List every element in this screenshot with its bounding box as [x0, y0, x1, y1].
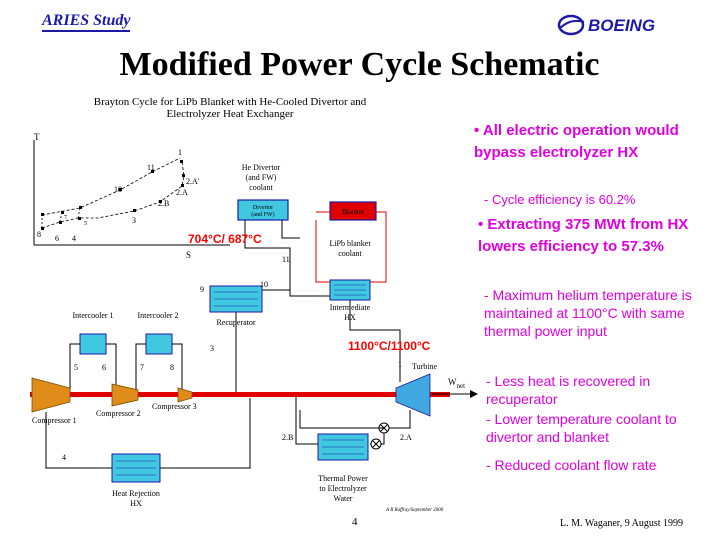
main-shaft — [30, 392, 450, 397]
state-point-10: 10 — [260, 280, 268, 289]
ts-lower-curve — [41, 161, 185, 229]
boeing-logo: BOEING — [557, 14, 655, 36]
intercooler2-label: Intercooler 2 — [137, 311, 178, 320]
ts-label-1: 1 — [178, 148, 182, 157]
ts-label-10: 10 — [114, 185, 122, 194]
divertor-temp-label: 704°C/ 687°C — [188, 232, 262, 246]
state-point-9: 9 — [200, 285, 204, 294]
boeing-logo-text: BOEING — [588, 16, 655, 35]
compressor2-label: Compressor 2 — [96, 409, 141, 418]
bullet-2-sub-3: - Lower temperature coolant to divertor … — [486, 411, 677, 445]
ts-label-8: 8 — [37, 230, 41, 239]
state-point-8: 8 — [170, 363, 174, 372]
bullet-2: • Extracting 375 MWt from HX lowers effi… — [478, 216, 689, 255]
footnote: A R Raffray/September 2000 — [386, 508, 444, 513]
he-line-to-turbine — [349, 300, 401, 382]
he-line-to-ihx — [244, 220, 330, 297]
page-title: Modified Power Cycle Schematic — [119, 46, 600, 83]
compressor3-label: Compressor 3 — [152, 402, 197, 411]
ts-axis-s-label: S — [186, 250, 191, 260]
state-point-2a: 2.A — [400, 433, 412, 442]
ts-points — [41, 160, 185, 230]
compressor1-label: Compressor 1 — [32, 416, 77, 425]
compressor-2 — [111, 383, 139, 407]
subtitle-line-2: Electrolyzer Heat Exchanger — [166, 108, 294, 120]
divertor-box-label: Divertor(and FW) — [251, 205, 274, 218]
diagram-subtitle: Brayton Cycle for LiPb Blanket with He-C… — [40, 96, 420, 120]
wnet-label: Wnet — [448, 377, 465, 390]
ts-label-6: 6 — [55, 234, 59, 243]
state-point-1: 1 — [398, 360, 402, 369]
state-point-11: 11 — [282, 255, 290, 264]
intercooler1-label: Intercooler 1 — [72, 311, 113, 320]
ts-label-2b: 2.B — [158, 199, 169, 208]
ts-diagram: T S 1 2.A' 2.A 2.B 3 4 5 6 7 8 10 11 — [33, 132, 230, 260]
ts-label-4: 4 — [72, 234, 76, 243]
subtitle-line-1: Brayton Cycle for LiPb Blanket with He-C… — [93, 96, 367, 108]
ts-label-2a-prime: 2.A' — [186, 177, 200, 186]
footer-author: L. M. Waganer, 9 August 1999 — [560, 518, 684, 529]
lipb-loop-right — [370, 211, 387, 283]
state-point-7: 7 — [140, 363, 144, 372]
compressor-1 — [31, 377, 71, 413]
bullet-1: • All electric operation would bypass el… — [474, 122, 679, 161]
state-point-2b: 2.B — [282, 433, 293, 442]
lipb-loop-left — [315, 220, 330, 283]
bullet-2-sub-1: - Maximum helium temperature is maintain… — [484, 287, 692, 339]
state-point-5: 5 — [74, 363, 78, 372]
ts-label-3: 3 — [132, 216, 136, 225]
ts-label-7: 7 — [64, 215, 67, 221]
ts-label-11: 11 — [147, 163, 155, 172]
ts-label-5: 5 — [84, 221, 87, 227]
he-line-10 — [261, 289, 290, 296]
ts-axis-t-label: T — [34, 132, 40, 142]
he-divertor-label: He Divertor(and FW)coolant — [242, 163, 281, 192]
bullet-1-sub: - Cycle efficiency is 60.2% — [484, 192, 636, 207]
turbine-label: Turbine — [412, 362, 437, 371]
bullet-2-sub-4: - Reduced coolant flow rate — [486, 457, 657, 473]
compressor-3 — [177, 387, 193, 403]
intercooler2 — [145, 333, 173, 355]
turbine-temp-label: 1100°C/1100°C — [348, 339, 431, 353]
ts-label-2a: 2.A — [176, 188, 188, 197]
state-point-6: 6 — [102, 363, 106, 372]
blanket-box-label: Blanket — [342, 208, 364, 216]
blanket-box — [329, 201, 377, 221]
page-number: 4 — [352, 516, 358, 528]
study-label: ARIES Study — [42, 12, 131, 32]
divertor-box — [237, 199, 289, 221]
state-point-4: 4 — [62, 453, 66, 462]
turbine — [395, 373, 431, 417]
recuperator-label: Recuperator — [216, 318, 255, 327]
bullet-2-sub-2: - Less heat is recovered in recuperator — [486, 373, 651, 407]
intercooler1 — [79, 333, 107, 355]
state-point-3: 3 — [210, 344, 214, 353]
